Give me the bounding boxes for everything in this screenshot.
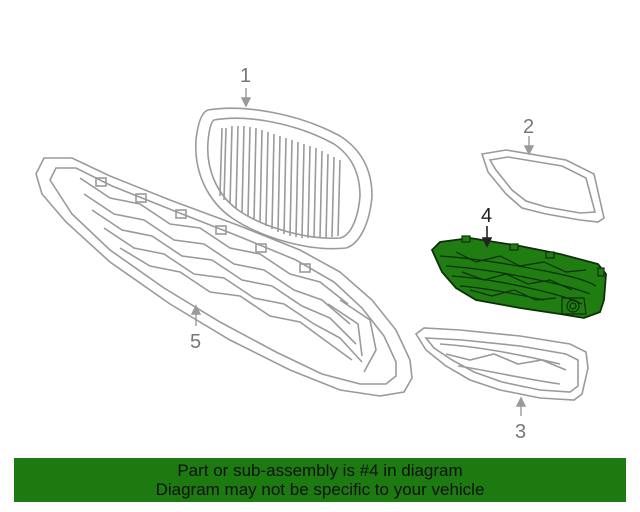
leader-line-4 <box>481 226 493 248</box>
part-3-lower-trim <box>414 327 589 401</box>
callout-2: 2 <box>523 116 534 138</box>
callout-4: 4 <box>481 205 492 227</box>
part-2-upper-trim <box>480 149 605 223</box>
leader-line-1 <box>240 88 252 108</box>
callout-3: 3 <box>515 421 526 443</box>
part-5-lower-grille <box>35 157 413 397</box>
banner-line-1: Part or sub-assembly is #4 in diagram <box>177 461 463 480</box>
part-1-kidney-grille <box>195 107 373 250</box>
callout-1: 1 <box>240 65 251 87</box>
leader-line-5 <box>190 304 202 326</box>
banner-line-2: Diagram may not be specific to your vehi… <box>155 480 485 499</box>
info-banner: Part or sub-assembly is #4 in diagram Di… <box>14 458 626 502</box>
leader-line-2 <box>523 136 535 156</box>
leader-line-3 <box>515 396 527 416</box>
callout-5: 5 <box>190 331 201 353</box>
part-4-side-grille-highlighted <box>430 235 607 319</box>
